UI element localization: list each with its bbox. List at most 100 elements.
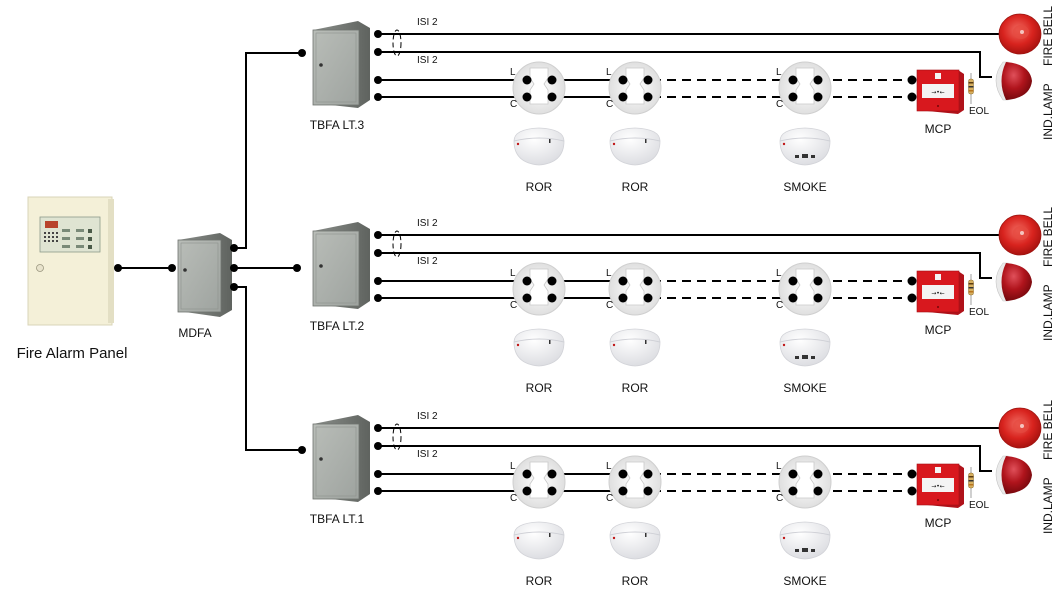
loop-continuation-dashed <box>652 280 912 299</box>
manual-call-point: →•← <box>907 463 964 508</box>
detector-base: LC <box>510 262 566 316</box>
indicator-lamp-label: IND.LAMP <box>1041 477 1055 534</box>
fire-bell-label: FIRE BELL <box>1041 207 1055 267</box>
terminal-C-label: C <box>606 493 613 504</box>
terminal-L-label: L <box>776 461 782 472</box>
svg-text:→•←: →•← <box>931 89 945 96</box>
detector-head <box>779 521 831 560</box>
terminal-L-label: L <box>606 268 612 279</box>
detector-base: LC <box>606 455 662 509</box>
terminal-C-label: C <box>606 300 613 311</box>
panel-to-mdfa-wire <box>114 264 176 272</box>
detector-base: LC <box>776 455 832 509</box>
fire-bell-label: FIRE BELL <box>1041 6 1055 66</box>
svg-text:→•←: →•← <box>931 290 945 297</box>
panel-led-display <box>45 221 58 228</box>
cable-type-label-bottom: ISI 2 <box>417 256 438 267</box>
detector-label: ROR <box>622 381 649 395</box>
tbfa-cabinet <box>312 21 370 108</box>
detector-ror: L C ROR <box>510 61 566 194</box>
tbfa-label: TBFA LT.1 <box>310 512 365 526</box>
mcp-label: MCP <box>925 122 952 136</box>
indicator-lamp-label: IND.LAMP <box>1041 284 1055 341</box>
riser-to-lt1 <box>234 286 302 451</box>
detector-label: ROR <box>526 381 553 395</box>
loop-continuation-dashed <box>652 473 912 492</box>
fire-bell-icon <box>998 13 1042 55</box>
detector-head <box>609 521 661 560</box>
indicator-lamp-icon <box>995 61 1032 101</box>
indicator-lamp-label: IND.LAMP <box>1041 83 1055 140</box>
eol-resistor <box>968 274 974 305</box>
terminal-C-label: C <box>510 99 517 110</box>
detector-head <box>513 328 565 367</box>
detector-label: ROR <box>526 574 553 588</box>
detector-head <box>779 328 831 367</box>
tbfa-terminals <box>374 231 382 302</box>
detector-label: ROR <box>622 180 649 194</box>
mdfa-riser-wires <box>234 52 302 451</box>
detector-base: LC <box>776 61 832 115</box>
indicator-lamp-wire <box>378 252 992 279</box>
mcp-label: MCP <box>925 516 952 530</box>
tbfa-cabinet <box>312 222 370 309</box>
signal-wires <box>378 234 1000 299</box>
panel-keypad <box>44 232 58 242</box>
fire-bell-icon <box>998 214 1042 256</box>
detector-head <box>513 521 565 560</box>
detector-ror: LC ROR <box>606 61 662 194</box>
detector-base: LC <box>510 455 566 509</box>
terminal-L-label: L <box>510 268 516 279</box>
terminal-C-label: C <box>776 99 783 110</box>
terminal-C-label: C <box>776 493 783 504</box>
fire-bell-label: FIRE BELL <box>1041 400 1055 460</box>
indicator-lamp-wire <box>378 51 992 78</box>
terminal-L-label: L <box>510 67 516 78</box>
terminal-C-label: C <box>510 493 517 504</box>
detector-label: ROR <box>622 574 649 588</box>
cable-type-label-top: ISI 2 <box>417 17 438 28</box>
eol-label: EOL <box>969 106 989 117</box>
mdfa-label: MDFA <box>178 326 211 340</box>
detector-head <box>609 328 661 367</box>
terminal-C-label: C <box>606 99 613 110</box>
cable-bundle-marker <box>392 423 402 451</box>
fire-bell-icon <box>998 407 1042 449</box>
terminal-L-label: L <box>510 461 516 472</box>
tbfa-label: TBFA LT.3 <box>310 118 365 132</box>
indicator-lamp-icon <box>995 455 1032 495</box>
eol-label: EOL <box>969 307 989 318</box>
detector-base: LC <box>776 262 832 316</box>
terminal-L-label: L <box>776 268 782 279</box>
manual-call-point: →•← <box>907 69 964 114</box>
detector-base: LC <box>606 262 662 316</box>
detector-head <box>513 127 565 166</box>
indicator-lamp-wire <box>378 445 992 472</box>
fire-alarm-panel <box>27 196 114 326</box>
detector-base: LC <box>606 61 662 115</box>
detector-label: ROR <box>526 180 553 194</box>
cable-bundle-marker <box>392 230 402 258</box>
loop-continuation-dashed <box>652 79 912 98</box>
cable-bundle-marker <box>392 29 402 57</box>
tbfa-terminals <box>374 30 382 101</box>
detector-ror: LC ROR <box>606 455 662 588</box>
mdfa-cabinet <box>177 233 232 317</box>
terminal-C-label: C <box>510 300 517 311</box>
signal-wires <box>378 33 1000 98</box>
tbfa-terminals <box>374 424 382 495</box>
terminal-L-label: L <box>776 67 782 78</box>
manual-call-point: →•← <box>907 270 964 315</box>
tbfa-label: TBFA LT.2 <box>310 319 365 333</box>
